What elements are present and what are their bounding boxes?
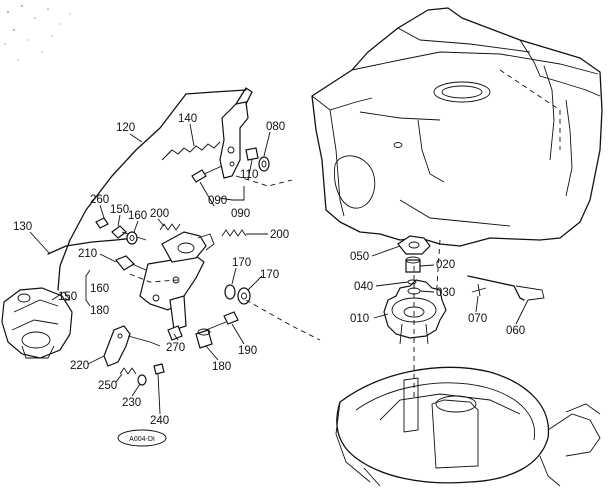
label-020: 020 [436,259,455,271]
bolt-260 [153,363,165,375]
spacer-290 [167,325,183,341]
label-190: 180 [212,361,231,373]
pin-070 [471,283,487,297]
label-160-top: 150 [110,204,129,216]
scan-noise [4,5,71,61]
label-270: 250 [98,380,117,392]
label-240: 220 [70,360,89,372]
label-080: 080 [266,121,285,133]
spring-220 [221,229,247,237]
label-210: 200 [150,208,169,220]
label-120: 120 [116,122,135,134]
label-140: 140 [178,113,197,125]
bolt-200-right [205,311,239,331]
washer-080 [258,156,270,172]
label-290: 270 [166,342,185,354]
label-230: 210 [78,248,97,260]
lever-240 [103,325,161,367]
label-010: 010 [350,313,369,325]
label-200-mid: 180 [90,305,109,317]
bolt-280 [95,217,109,229]
label-160-mid: 160 [90,283,109,295]
rod-120 [57,89,247,291]
control-plate-090 [219,87,253,179]
figure-code: A004-DI [129,436,155,443]
washer-170-right [224,284,236,300]
bolt-100 [191,165,223,183]
washer-250 [137,374,147,386]
label-030: 030 [436,287,455,299]
carburetor [1,287,73,359]
label-250: 230 [122,397,141,409]
nut-110 [245,147,259,161]
label-050: 050 [350,251,369,263]
washer-170 [126,231,138,245]
figure-code-badge: A004-DI [117,429,167,447]
label-040: 040 [354,281,373,293]
weight-050 [397,235,431,255]
label-150: 150 [58,291,77,303]
part-labels: 120 140 080 110 090 090 260 150 160 200 … [13,113,525,427]
label-280: 260 [90,194,109,206]
label-130: 130 [13,221,32,233]
sleeve-020 [405,256,421,273]
label-200-right: 190 [238,345,257,357]
label-260: 240 [150,415,169,427]
rod-130 [47,237,135,255]
spring-140 [161,141,221,161]
label-170-top: 160 [128,210,147,222]
bolt-230 [115,255,147,271]
collar-190 [195,328,213,349]
shaft-060 [467,275,545,301]
label-070: 070 [468,313,487,325]
label-220: 200 [270,229,289,241]
spring-270 [119,367,137,375]
label-180: 170 [260,269,279,281]
label-090: 090 [231,208,250,220]
label-170-right: 170 [232,257,251,269]
label-060: 060 [506,325,525,337]
leader-lines [29,123,529,415]
engine-block [311,7,603,301]
governor-lever-200 [139,231,215,331]
nut-180 [237,287,251,305]
crankcase [335,366,601,487]
